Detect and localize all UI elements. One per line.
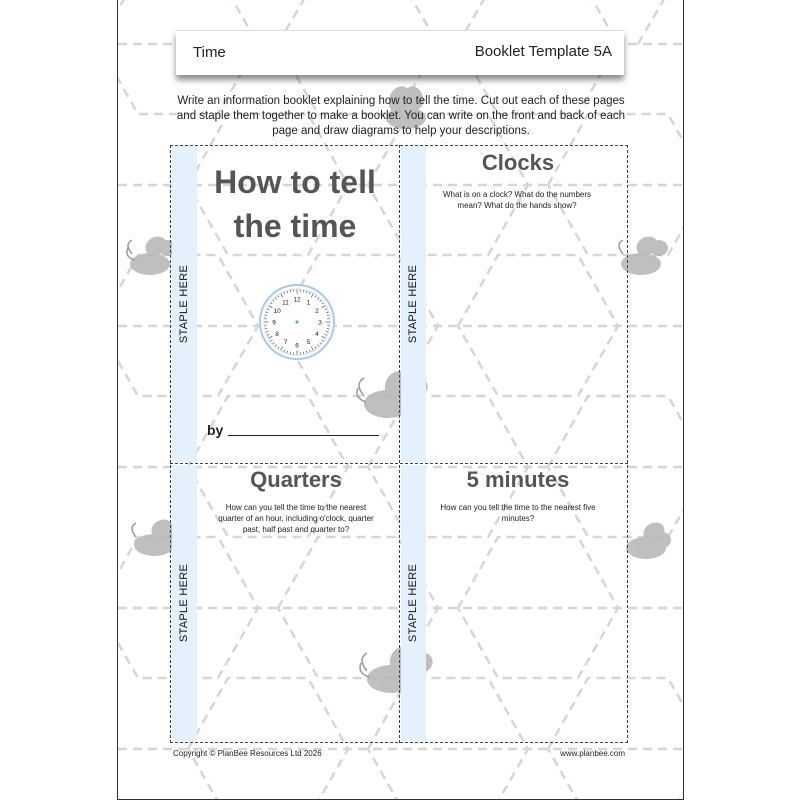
clock-tick — [274, 344, 277, 347]
clock-tick — [317, 297, 320, 300]
five-minutes-title: 5 minutes — [466, 467, 570, 492]
author-line — [228, 435, 379, 436]
clock-tick — [314, 346, 317, 349]
clock-tick — [306, 350, 308, 354]
clock-tick — [283, 292, 285, 295]
clock-number: 9 — [272, 319, 276, 326]
clock-number: 4 — [315, 331, 319, 338]
honeycomb-background — [118, 0, 683, 799]
clock-number: 5 — [307, 339, 311, 346]
cut-line-vertical — [399, 145, 400, 743]
clock-number: 6 — [295, 342, 299, 349]
clock-tick — [265, 311, 269, 313]
cover-title-line-1: How to tell — [214, 164, 376, 200]
quarters-title: Quarters — [250, 467, 342, 492]
instructions-text: Write an information booklet explaining … — [176, 95, 626, 137]
clock-tick — [277, 295, 280, 298]
clock-tick — [268, 305, 273, 309]
clock-tick — [321, 335, 326, 339]
clock-tick — [310, 293, 314, 298]
subject-title: Time — [193, 44, 226, 61]
clock-number: 8 — [275, 331, 279, 338]
author-label: by — [207, 422, 224, 438]
clock-tick — [319, 342, 322, 345]
clock-tick — [286, 350, 288, 354]
clock-tick — [324, 308, 327, 310]
bee-icon — [618, 236, 668, 275]
clock-tick — [325, 331, 329, 333]
clock-number: 12 — [293, 296, 301, 303]
staple-label: STAPLE HERE — [407, 264, 420, 344]
clock-tick — [272, 342, 275, 345]
clock-tick — [272, 299, 275, 302]
clocks-title: Clocks — [481, 150, 555, 175]
cover-title: How to tell the time — [200, 160, 390, 248]
clock-tick — [280, 346, 284, 351]
clock-tick — [324, 334, 327, 336]
clock-tick — [274, 297, 277, 300]
clock-number: 10 — [273, 308, 281, 315]
clock-tick — [314, 295, 317, 298]
clock-tick — [321, 302, 324, 305]
staple-strip-quarters: STAPLE HERE — [172, 465, 197, 741]
clock-tick — [310, 346, 314, 351]
clock-tick — [283, 349, 285, 352]
staple-strip-clocks: STAPLE HERE — [401, 146, 426, 462]
staple-strip-cover: STAPLE HERE — [172, 146, 197, 462]
staple-label: STAPLE HERE — [407, 563, 420, 643]
worksheet-page: Time Booklet Template 5A Write an inform… — [117, 0, 684, 800]
clock-tick — [268, 335, 273, 339]
clock-number: 3 — [318, 319, 322, 326]
title-banner: Time Booklet Template 5A — [176, 30, 624, 75]
clock-tick — [267, 308, 270, 310]
clock-number: 2 — [315, 308, 319, 315]
bee-icon — [626, 522, 671, 559]
clock-tick — [309, 292, 311, 295]
copyright-notice: Copyright © PlanBee Resources Ltd 2026 — [173, 749, 322, 758]
quarters-prompt: How can you tell the time to the nearest… — [218, 503, 374, 534]
cut-line-horizontal — [170, 463, 628, 464]
clock-tick — [280, 293, 284, 298]
clock-tick — [309, 349, 311, 352]
clock-tick — [306, 290, 308, 294]
clock-tick — [270, 302, 273, 305]
clock-tick — [321, 305, 326, 309]
cover-title-line-2: the time — [233, 208, 357, 244]
clock-number: 7 — [284, 339, 288, 346]
website-link[interactable]: www.planbee.com — [560, 749, 625, 758]
five-minutes-prompt: How can you tell the time to the nearest… — [440, 503, 596, 523]
clocks-prompt: What is on a clock? What do the numbers … — [442, 190, 592, 210]
clock-tick — [265, 331, 269, 333]
clock-tick — [286, 290, 288, 294]
clock-tick — [270, 339, 273, 342]
clock-number: 11 — [282, 299, 289, 306]
template-label: Booklet Template 5A — [474, 43, 612, 60]
bee-icon — [386, 86, 426, 129]
staple-label: STAPLE HERE — [178, 563, 191, 643]
clock-tick — [321, 339, 324, 342]
clock-tick — [325, 311, 329, 313]
clock-number: 1 — [307, 299, 311, 306]
clock-tick — [277, 346, 280, 349]
staple-strip-five-minutes: STAPLE HERE — [401, 465, 426, 741]
clock-tick — [319, 299, 322, 302]
staple-label: STAPLE HERE — [178, 264, 191, 344]
clock-tick — [267, 334, 270, 336]
clock-tick — [317, 344, 320, 347]
